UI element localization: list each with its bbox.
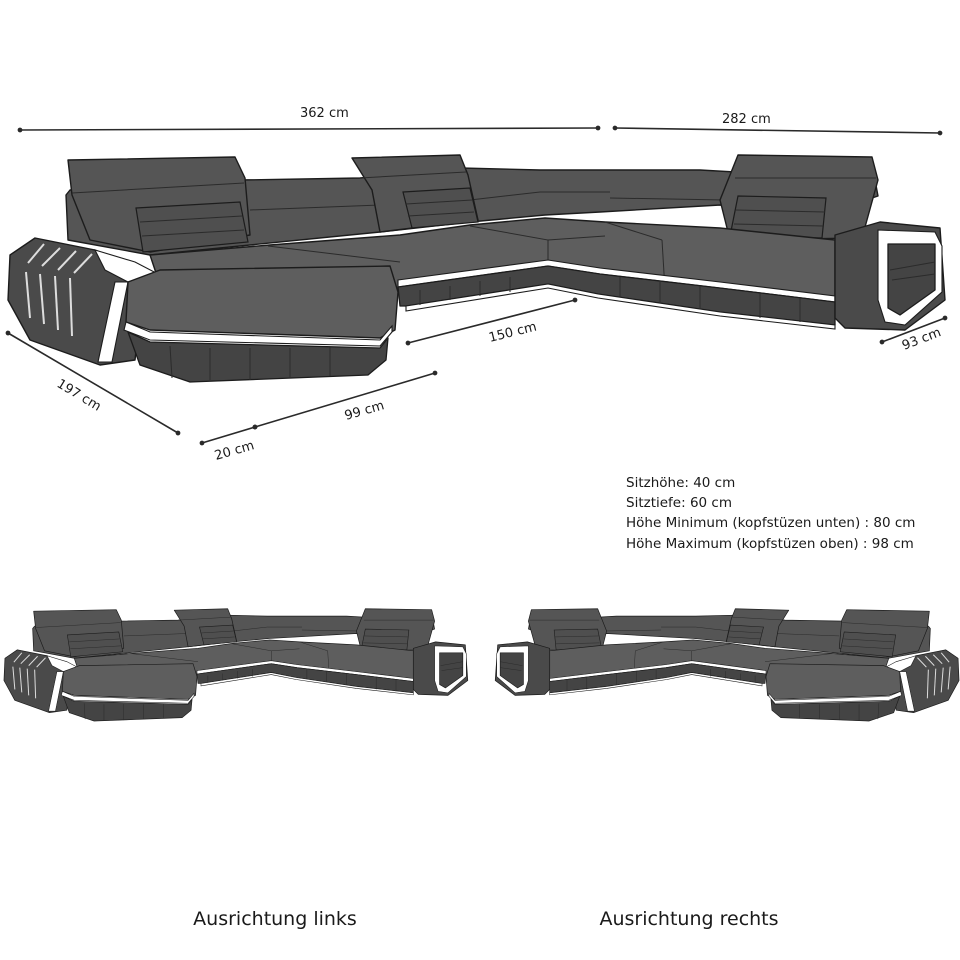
caption-right: Ausrichtung rechts <box>599 908 778 930</box>
spec-seat-height: Sitzhöhe: 40 cm <box>626 475 735 491</box>
dimension-lines <box>5 125 948 446</box>
dim-label-width-right: 282 cm <box>722 112 771 127</box>
dim-label-width-left: 362 cm <box>300 106 349 121</box>
dim-line-150 <box>405 297 578 346</box>
caption-left: Ausrichtung links <box>193 908 357 930</box>
dim-label-chaise-front-1: 20 cm <box>213 438 256 464</box>
sofa-top-drawing <box>7 154 946 383</box>
specs-block: Sitzhöhe: 40 cm Sitztiefe: 60 cm Höhe Mi… <box>626 475 915 552</box>
dim-line-20 <box>199 424 258 446</box>
spec-height-max: Höhe Maximum (kopfstüzen oben) : 98 cm <box>626 536 914 552</box>
dim-label-chaise-front-2: 99 cm <box>343 398 386 424</box>
spec-seat-depth: Sitztiefe: 60 cm <box>626 495 732 511</box>
sofa-orientation-right <box>494 608 960 722</box>
dim-line-99 <box>252 370 438 430</box>
dim-line-197 <box>5 330 181 436</box>
spec-height-min: Höhe Minimum (kopfstüzen unten) : 80 cm <box>626 515 915 531</box>
dim-label-depth-left: 197 cm <box>54 377 104 415</box>
dim-line-93 <box>879 315 948 345</box>
dim-line-362 <box>17 125 601 133</box>
sofa-orientation-left <box>3 608 469 722</box>
dim-label-inner-depth: 150 cm <box>487 320 538 346</box>
dim-line-282 <box>612 125 943 136</box>
